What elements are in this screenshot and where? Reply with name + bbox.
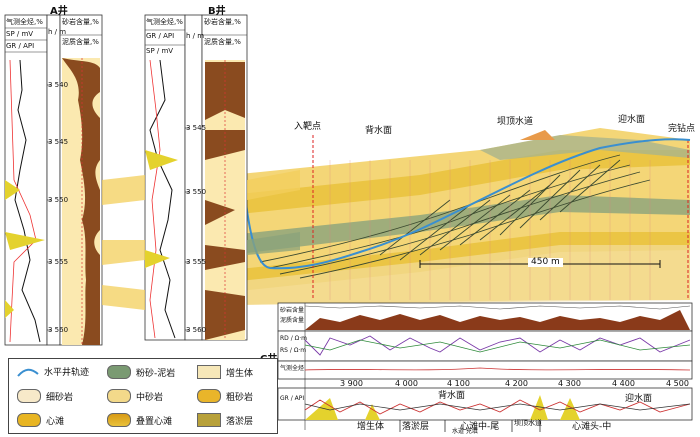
well-b-sp-header: SP / mV [146,47,174,55]
c-depth-tick: 4 000 [395,379,418,388]
legend-label: 细砂岩 [46,392,74,403]
trajectory-line-icon [17,368,39,377]
well-b-depth: 3 550 [186,188,207,196]
legend-item: 中砂岩 [107,389,163,403]
fine-sandstone-swatch-icon [17,389,41,403]
back-water-label: 背水面 [365,126,393,136]
c-depth-tick: 4 500 [666,379,689,388]
c-interval: 落淤层 [402,422,430,432]
legend-item: 粗砂岩 [197,389,253,403]
well-a-depth: 3 545 [48,138,69,146]
c-depth-tick: 4 200 [505,379,528,388]
legend-item: 粉砂-泥岩 [107,365,175,379]
stacked-bar-swatch-icon [107,413,131,427]
well-a-sand-header: 砂岩含量,% [62,18,99,26]
well-b-depth: 3 555 [186,258,207,266]
c-track-label: 泥质含量 [280,317,305,324]
well-a-depth: 3 540 [48,81,69,89]
c-depth-tick: 3 900 [340,379,363,388]
well-a-depth-unit: h / m [48,28,67,36]
well-c-log [277,302,693,432]
legend-label: 心滩 [46,416,65,427]
c-track-label: 气测全烃 [280,365,305,372]
well-b-depth: 3 560 [186,326,207,334]
correlation-bands [102,170,300,310]
legend-label: 粗砂岩 [226,392,254,403]
well-b-sand-header: 砂岩含量,% [204,18,241,26]
well-a-depth: 3 555 [48,258,69,266]
completion-point-label: 完钻点 [668,124,696,134]
well-a-title: A井 [50,6,68,17]
c-channel-sub: 水道 充填 [452,428,478,435]
c-interval: 心滩中-尾 [460,422,500,432]
cross-section [230,119,691,305]
well-b-title: B井 [208,6,226,17]
c-facing-water-label: 迎水面 [625,394,653,404]
well-b-gas-header: 气测全烃,% [146,18,183,26]
legend-label: 落淤层 [226,416,254,427]
well-b-mud-header: 泥质含量,% [204,38,241,46]
well-a-log [4,14,103,346]
c-track-label: 砂岩含量 [280,307,305,314]
c-back-water-label: 背水面 [438,391,466,401]
legend-label: 增生体 [226,368,254,379]
well-b-depth: 3 545 [186,124,207,132]
medium-sandstone-swatch-icon [107,389,131,403]
entry-point-label: 入靶点 [294,122,322,132]
legend-item: 细砂岩 [17,389,73,403]
c-depth-tick: 4 400 [612,379,635,388]
channel-bar-swatch-icon [17,413,41,427]
facing-water-label: 迎水面 [618,115,646,125]
legend-item: 心滩 [17,413,64,427]
well-a-depth: 3 560 [48,326,69,334]
well-b-depth-unit: h / m [186,32,205,40]
c-track-label: RS / Ω·m [280,347,307,354]
legend-label: 中砂岩 [136,392,164,403]
well-b-log [144,14,248,341]
legend-label: 粉砂-泥岩 [136,368,176,379]
legend-label: 水平井轨迹 [44,368,90,378]
legend-item: 叠置心滩 [107,413,172,427]
silt-drape-swatch-icon [197,413,221,427]
well-a-sp-header: SP / mV [6,30,34,38]
silt-mud-swatch-icon [107,365,131,379]
legend-item: 增生体 [197,365,253,379]
well-a-gas-header: 气测全烃,% [6,18,43,26]
c-interval: 增生体 [357,422,385,432]
c-interval: 心滩头-中 [572,422,612,432]
c-depth-tick: 4 300 [558,379,581,388]
well-b-gr-header: GR / API [146,32,175,40]
c-interval: 坝顶水道 [514,419,542,427]
dam-top-channel-label: 坝顶水道 [497,117,534,127]
c-track-label: GR / API [280,395,305,402]
well-a-depth: 3 550 [48,196,69,204]
legend-item: 落淤层 [197,413,253,427]
coarse-sandstone-swatch-icon [197,389,221,403]
legend-item: 水平井轨迹 [17,365,89,378]
scale-bar-label: 450 m [528,258,563,267]
accretion-body-swatch-icon [197,365,221,379]
legend-label: 叠置心滩 [136,416,173,427]
c-depth-tick: 4 100 [447,379,470,388]
well-a-mud-header: 泥质含量,% [62,38,99,46]
c-track-label: RD / Ω·m [280,335,307,342]
legend: 水平井轨迹 粉砂-泥岩 增生体 细砂岩 中砂岩 粗砂岩 心滩 叠置心滩 落淤层 [8,358,278,434]
well-a-gr-header: GR / API [6,42,35,50]
